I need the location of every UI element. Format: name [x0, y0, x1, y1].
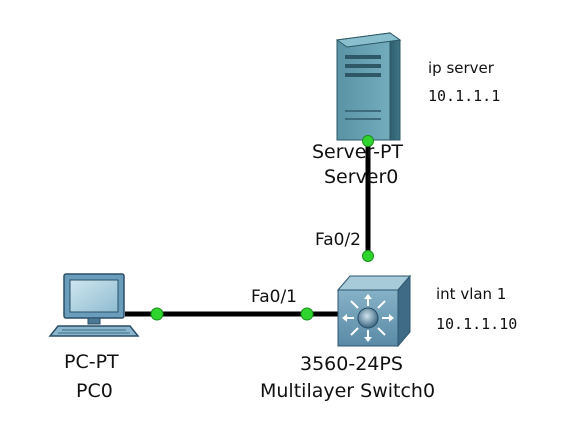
link-light-switch-fa0-2 — [362, 250, 374, 262]
port-label-fa0-1: Fa0/1 — [251, 287, 297, 307]
link-light-pc — [150, 307, 164, 321]
switch-ip-label: 10.1.1.10 — [436, 315, 518, 333]
server-ip-label: 10.1.1.1 — [428, 87, 501, 105]
server-icon[interactable] — [335, 32, 402, 141]
server-name-label: Server0 — [324, 166, 399, 188]
server-type-label: Server-PT — [312, 141, 404, 163]
port-label-fa0-2: Fa0/2 — [315, 230, 361, 250]
pc-type-label: PC-PT — [64, 351, 119, 373]
pc-icon[interactable] — [48, 273, 140, 337]
switch-note-label: int vlan 1 — [436, 285, 507, 303]
switch-type-label: 3560-24PS — [300, 353, 403, 375]
server-note-label: ip server — [428, 59, 494, 77]
link-light-server — [362, 135, 374, 147]
pc-name-label: PC0 — [76, 380, 113, 402]
switch-name-label: Multilayer Switch0 — [260, 380, 436, 402]
multilayer-switch-icon[interactable] — [336, 274, 412, 348]
link-light-switch-fa0-1 — [300, 307, 314, 321]
